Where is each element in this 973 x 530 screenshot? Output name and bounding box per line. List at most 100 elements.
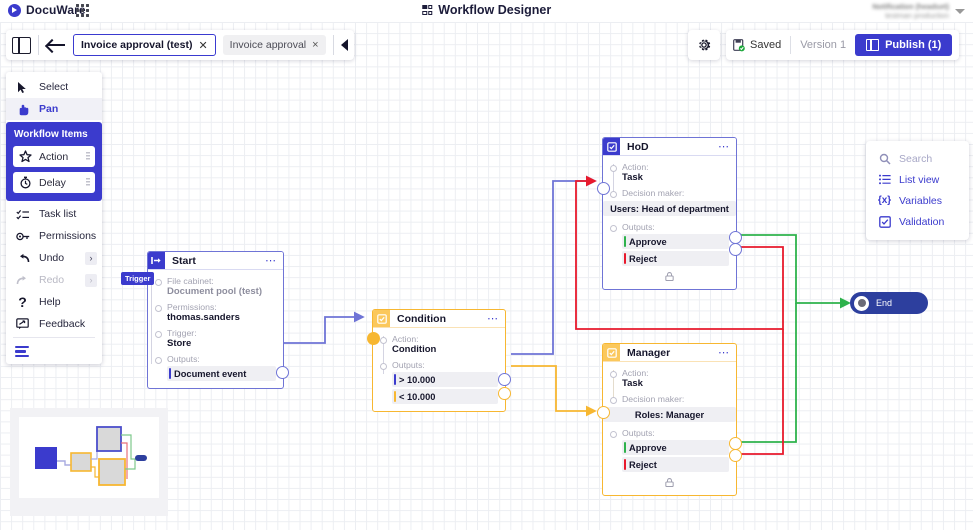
field-value: thomas.sanders <box>167 312 240 323</box>
workflow-node-start[interactable]: Start ⋯ File cabinet: Document pool (tes… <box>147 251 289 389</box>
panel-item-search[interactable]: Search <box>866 148 969 169</box>
node-title: HoD <box>627 140 649 153</box>
close-icon[interactable]: ✕ <box>198 39 208 52</box>
menu-item-label: Select <box>39 81 69 93</box>
outputs-label: Outputs: <box>392 360 425 370</box>
node-field-file-cabinet: File cabinet: Document pool (test) <box>155 276 276 297</box>
field-dot-icon <box>380 362 387 370</box>
output-label: Document event <box>174 368 247 379</box>
hamburger-icon[interactable] <box>6 340 102 364</box>
chevron-right-icon[interactable]: › <box>85 251 97 265</box>
output-port-lt-10000[interactable] <box>498 387 511 400</box>
drag-handle-icon[interactable] <box>86 152 90 161</box>
workflow-designer-icon <box>421 5 433 15</box>
output-port-reject[interactable] <box>729 243 742 256</box>
node-menu-icon[interactable]: ⋯ <box>718 140 730 153</box>
menu-item-task-list[interactable]: Task list <box>6 203 102 225</box>
docuware-logo-icon <box>8 3 21 17</box>
menu-item-feedback[interactable]: Feedback <box>6 313 102 335</box>
output-row[interactable]: Reject <box>622 457 729 472</box>
field-dot-icon <box>610 370 617 378</box>
node-field-decision-maker: Decision maker: <box>610 394 729 404</box>
node-title: Start <box>172 254 196 267</box>
output-color-bar <box>623 459 626 470</box>
field-dot-icon <box>610 190 617 198</box>
node-outputs: Outputs: Document event <box>155 354 276 381</box>
field-label: Trigger: <box>167 328 197 338</box>
feedback-icon <box>15 317 30 332</box>
output-label: Reject <box>629 459 657 470</box>
node-field-permissions: Permissions: thomas.sanders <box>155 302 276 323</box>
workflow-item-delay[interactable]: Delay <box>13 172 95 193</box>
menu-item-help[interactable]: ? Help <box>6 291 102 313</box>
condition-check-icon <box>373 310 390 327</box>
panel-item-variables[interactable]: {x} Variables <box>866 190 969 211</box>
close-icon[interactable]: × <box>312 39 319 51</box>
designer-toolbar: Invoice approval (test) ✕ Invoice approv… <box>6 30 354 60</box>
workflow-node-end[interactable]: End <box>850 292 928 314</box>
page-title: Workflow Designer <box>421 3 551 17</box>
input-port[interactable] <box>367 332 380 345</box>
field-value: Document pool (test) <box>167 286 262 297</box>
menu-item-pan[interactable]: Pan <box>6 98 102 120</box>
input-port[interactable] <box>597 406 610 419</box>
output-row[interactable]: Approve <box>622 440 729 455</box>
output-label: Approve <box>629 236 667 247</box>
task-list-icon <box>15 207 30 222</box>
workflow-node-manager[interactable]: Manager ⋯ Action: Task Decision maker: R… <box>597 343 742 496</box>
menu-item-select[interactable]: Select <box>6 76 102 98</box>
workflow-canvas[interactable]: Start ⋯ File cabinet: Document pool (tes… <box>0 22 973 530</box>
collapse-left-icon[interactable] <box>340 39 348 51</box>
workflow-item-action[interactable]: Action <box>13 146 95 167</box>
output-row[interactable]: < 10.000 <box>392 389 498 404</box>
node-menu-icon[interactable]: ⋯ <box>718 346 730 359</box>
settings-button[interactable] <box>688 30 720 60</box>
menu-item-undo[interactable]: Undo › <box>6 247 102 269</box>
output-row[interactable]: > 10.000 <box>392 372 498 387</box>
node-header[interactable]: Start ⋯ <box>148 252 283 270</box>
field-label: Decision maker: <box>622 188 685 198</box>
input-port[interactable] <box>597 182 610 195</box>
saved-icon <box>733 38 745 52</box>
workflow-node-hod[interactable]: HoD ⋯ Action: Task Decision maker: Users… <box>597 137 742 290</box>
workflow-node-condition[interactable]: Condition ⋯ Action: Condition Outputs: >… <box>367 309 511 412</box>
field-label: Action: <box>392 334 419 344</box>
node-header[interactable]: HoD ⋯ <box>603 138 736 156</box>
user-menu[interactable]: Notification (headset) testman productio… <box>872 2 965 20</box>
node-body: Action: Condition Outputs: > 10.000 < 10… <box>373 328 505 411</box>
workflow-items-panel: Workflow Items Action Delay <box>6 122 102 201</box>
node-header[interactable]: Manager ⋯ <box>603 344 736 362</box>
node-header[interactable]: Condition ⋯ <box>373 310 505 328</box>
drag-handle-icon[interactable] <box>86 178 90 187</box>
menu-item-permissions[interactable]: Permissions <box>6 225 102 247</box>
output-port-reject[interactable] <box>729 449 742 462</box>
node-rail <box>612 370 614 398</box>
canvas-minimap[interactable] <box>10 408 168 516</box>
chevron-right-icon: › <box>85 273 97 287</box>
output-row[interactable]: Approve <box>622 234 729 249</box>
node-menu-icon[interactable]: ⋯ <box>487 312 499 325</box>
chevron-down-icon[interactable] <box>955 8 965 14</box>
output-row[interactable]: Document event <box>167 366 276 381</box>
node-outputs: Outputs: Approve Reject <box>610 222 729 266</box>
tab-invoice-approval-test[interactable]: Invoice approval (test) ✕ <box>73 34 216 56</box>
task-check-icon <box>603 344 620 361</box>
panel-item-validation[interactable]: Validation <box>866 211 969 232</box>
layout-panel-icon[interactable] <box>12 36 31 54</box>
tab-invoice-approval[interactable]: Invoice approval × <box>222 35 326 55</box>
output-port-document-event[interactable] <box>276 366 289 379</box>
output-color-bar <box>168 368 171 379</box>
node-title: End <box>876 298 893 308</box>
grid-apps-icon[interactable] <box>76 4 89 17</box>
output-row[interactable]: Reject <box>622 251 729 266</box>
back-arrow-icon[interactable] <box>46 37 66 53</box>
list-icon <box>878 173 891 186</box>
panel-item-list-view[interactable]: List view <box>866 169 969 190</box>
output-label: Approve <box>629 442 667 453</box>
output-label: > 10.000 <box>399 374 436 385</box>
minimap-viewport <box>19 417 159 498</box>
field-label: Action: <box>622 162 649 172</box>
output-port-gt-10000[interactable] <box>498 373 511 386</box>
node-menu-icon[interactable]: ⋯ <box>265 254 277 267</box>
publish-button[interactable]: Publish (1) <box>855 34 953 56</box>
